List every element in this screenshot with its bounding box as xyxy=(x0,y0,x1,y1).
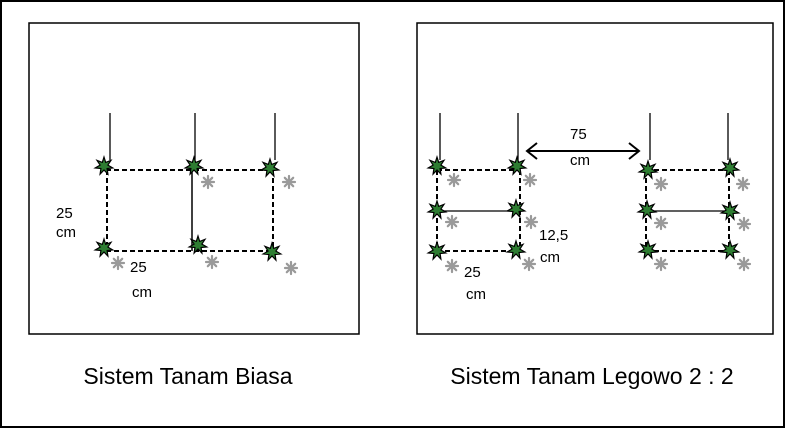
row-spacing-value-legowo: 25 xyxy=(464,264,481,281)
plant-icon xyxy=(636,199,658,220)
seedling-icon xyxy=(444,258,460,274)
seedling-icon xyxy=(735,176,751,192)
field-box-legowo xyxy=(416,22,774,335)
plant-icon xyxy=(505,239,527,260)
plant-icon xyxy=(719,157,741,178)
plant-icon xyxy=(637,159,659,180)
seedling-icon xyxy=(736,216,752,232)
seedling-icon xyxy=(736,256,752,272)
caption-tanam-legowo: Sistem Tanam Legowo 2 : 2 xyxy=(450,363,733,389)
plant-icon xyxy=(426,240,448,261)
path-width-value: 75 xyxy=(570,126,587,143)
inner-spacing-unit: cm xyxy=(540,249,560,266)
seedling-icon xyxy=(444,214,460,230)
plant-spacing-value-biasa: 25 xyxy=(130,259,147,276)
seedling-icon xyxy=(283,260,299,276)
seedling-icon xyxy=(204,254,220,270)
row-spacing-value-biasa: 25 xyxy=(56,205,73,222)
seedling-icon xyxy=(110,255,126,271)
panel-tanam-legowo: 75 cm 12,5 cm 25 cm Sistem Tanam Legowo … xyxy=(416,22,774,389)
plant-icon xyxy=(719,200,741,221)
plant-icon xyxy=(426,155,448,176)
plant-spacing-unit-biasa: cm xyxy=(132,284,152,301)
seedling-icon xyxy=(653,215,669,231)
row-spacing-unit-legowo: cm xyxy=(466,286,486,303)
plant-icon xyxy=(426,199,448,220)
seedling-icon xyxy=(522,172,538,188)
caption-tanam-biasa: Sistem Tanam Biasa xyxy=(83,363,292,389)
dashed-grid-biasa xyxy=(106,169,274,252)
plant-icon xyxy=(183,155,205,176)
plant-icon xyxy=(637,239,659,260)
field-box-biasa xyxy=(28,22,360,335)
path-width-arrow xyxy=(525,142,641,160)
plant-icon xyxy=(261,241,283,262)
seedling-icon xyxy=(653,176,669,192)
plant-icon xyxy=(505,198,527,219)
path-width-unit: cm xyxy=(570,152,590,169)
plant-icon xyxy=(93,155,115,176)
seedling-icon xyxy=(281,174,297,190)
seedling-icon xyxy=(653,256,669,272)
plant-icon xyxy=(187,234,209,255)
seedling-icon xyxy=(521,256,537,272)
plant-icon xyxy=(93,237,115,258)
plant-icon xyxy=(719,239,741,260)
plant-icon xyxy=(259,157,281,178)
seedling-icon xyxy=(200,174,216,190)
plant-icon xyxy=(506,155,528,176)
seedling-icon xyxy=(446,172,462,188)
seedling-icon xyxy=(523,214,539,230)
row-spacing-unit-biasa: cm xyxy=(56,224,76,241)
inner-spacing-value: 12,5 xyxy=(539,227,568,244)
panel-tanam-biasa: 25 cm 25 cm Sistem Tanam Biasa xyxy=(28,22,360,389)
